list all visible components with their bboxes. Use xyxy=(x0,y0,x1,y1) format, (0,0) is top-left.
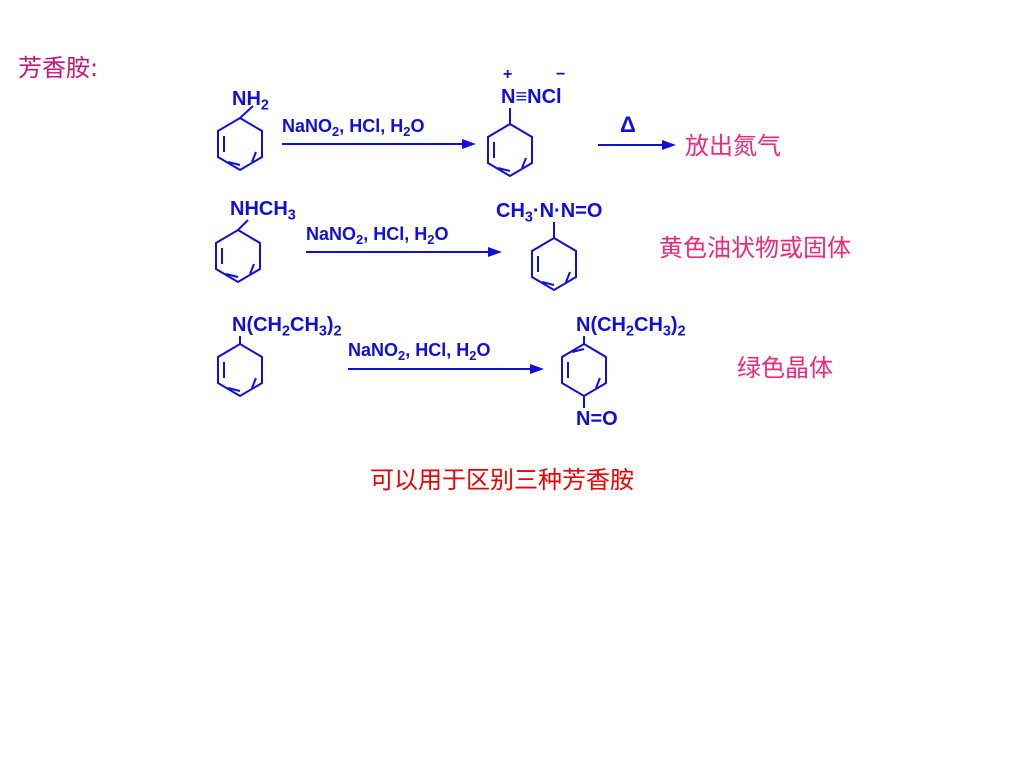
n-nitroso-label: CH3·N·N=O xyxy=(496,200,603,226)
footer-note: 可以用于区别三种芳香胺 xyxy=(370,466,634,494)
result-row2: 黄色油状物或固体 xyxy=(659,234,851,262)
reagent-label-2: NaNO2, HCl, H2O xyxy=(306,224,449,247)
diazonium-label: N≡NCl xyxy=(501,86,562,108)
benzene-ring-diethylaniline xyxy=(217,336,263,398)
n-methylaniline-label: NHCH3 xyxy=(230,198,296,224)
heat-symbol: Δ xyxy=(620,112,636,137)
reagent-label-1: NaNO2, HCl, H2O xyxy=(282,116,425,139)
aniline-label: NH2 xyxy=(232,88,269,114)
benzene-ring-n-methylaniline xyxy=(215,219,261,284)
benzene-ring-para-nitroso xyxy=(561,336,607,408)
para-nitroso-bottom-label: N=O xyxy=(576,408,618,430)
benzene-ring-aniline xyxy=(217,105,263,172)
reaction-arrow-1 xyxy=(282,139,476,149)
diethylaniline-label: N(CH2CH3)2 xyxy=(232,314,342,340)
reagent-label-3: NaNO2, HCl, H2O xyxy=(348,340,491,363)
para-nitroso-top-label: N(CH2CH3)2 xyxy=(576,314,686,340)
benzene-ring-diazonium xyxy=(487,108,533,178)
reaction-arrow-3 xyxy=(348,364,544,374)
result-row1: 放出氮气 xyxy=(685,132,781,160)
benzene-ring-n-nitroso xyxy=(531,222,577,292)
heat-arrow xyxy=(598,140,676,150)
page-title: 芳香胺: xyxy=(18,54,99,82)
result-row3: 绿色晶体 xyxy=(737,354,833,382)
positive-charge: + xyxy=(503,66,513,83)
reaction-arrow-2 xyxy=(306,247,502,257)
negative-charge: − xyxy=(556,66,566,83)
